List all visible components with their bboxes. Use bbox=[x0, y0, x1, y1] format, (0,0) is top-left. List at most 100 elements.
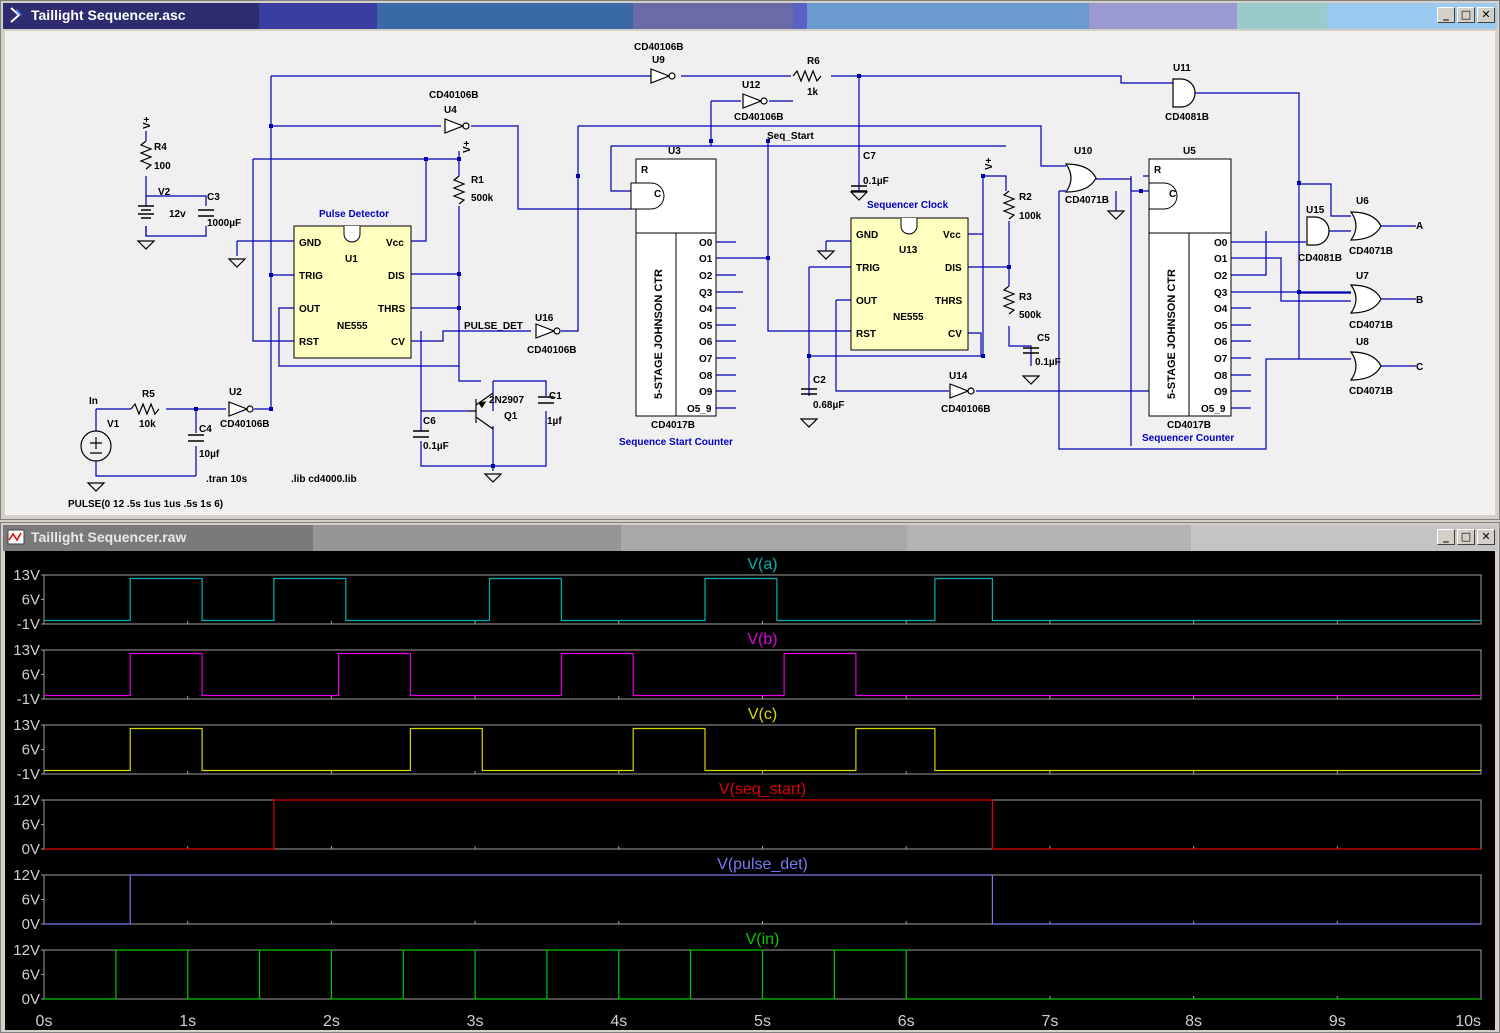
u3-body-label: 5-STAGE JOHNSON CTR bbox=[653, 269, 665, 399]
c3-value: 1000µF bbox=[207, 218, 241, 229]
u6-model: CD4071B bbox=[1349, 246, 1393, 257]
wires bbox=[95, 75, 1416, 477]
in-label: In bbox=[89, 396, 98, 407]
transistor-q1-symbol bbox=[469, 392, 494, 430]
y-tick-label: 6V bbox=[22, 742, 40, 759]
close-button[interactable]: ✕ bbox=[1477, 529, 1495, 545]
svg-text:O7: O7 bbox=[1214, 354, 1228, 365]
waveform-app-icon bbox=[7, 529, 25, 545]
u13-caption: Sequencer Clock bbox=[867, 200, 949, 211]
trace-name[interactable]: V(seq_start) bbox=[719, 781, 806, 798]
u12-model: CD40106B bbox=[734, 112, 783, 123]
u16-ref: U16 bbox=[535, 313, 554, 324]
c1-value: 1µf bbox=[547, 416, 562, 427]
output-b-label: B bbox=[1416, 295, 1423, 306]
y-tick-label: -1V bbox=[17, 616, 40, 633]
u3-model: CD4017B bbox=[651, 420, 695, 431]
u10-ref: U10 bbox=[1074, 146, 1093, 157]
trace-line bbox=[44, 949, 1481, 1000]
u3-pin-r: R bbox=[641, 165, 649, 176]
q1-value: 2N2907 bbox=[489, 395, 524, 406]
r3-value: 500k bbox=[1019, 310, 1042, 321]
u8-ref: U8 bbox=[1356, 337, 1369, 348]
u1-pin-cv: CV bbox=[391, 337, 405, 348]
u3-pin-c: C bbox=[654, 189, 661, 200]
y-tick-label: 13V bbox=[13, 717, 40, 734]
schematic-canvas[interactable]: V+ V+ V+ R4 100 V2 12v C3 1000µF R1 500k… bbox=[5, 31, 1495, 515]
trace-name[interactable]: V(a) bbox=[747, 556, 777, 573]
u16-model: CD40106B bbox=[527, 345, 576, 356]
lib-directive[interactable]: .lib cd4000.lib bbox=[291, 474, 357, 485]
minimize-button[interactable]: _ bbox=[1437, 529, 1455, 545]
y-tick-label: 6V bbox=[22, 592, 40, 609]
schematic-titlebar[interactable]: Taillight Sequencer.asc _ □ ✕ bbox=[3, 3, 1497, 29]
trace-name[interactable]: V(c) bbox=[748, 706, 777, 723]
maximize-button[interactable]: □ bbox=[1457, 529, 1475, 545]
u2-ref: U2 bbox=[229, 387, 242, 398]
waveform-plot-area[interactable]: V(a)13V6V-1VV(b)13V6V-1VV(c)13V6V-1VV(se… bbox=[5, 551, 1495, 1030]
u13-ref: U13 bbox=[899, 245, 918, 256]
u4-ref: U4 bbox=[444, 105, 457, 116]
timer-u1[interactable] bbox=[293, 225, 412, 359]
c5-value: 0.1µF bbox=[1035, 357, 1061, 368]
u13-pin-cv: CV bbox=[948, 329, 962, 340]
u9-model: CD40106B bbox=[634, 42, 683, 53]
trace-name[interactable]: V(pulse_det) bbox=[717, 856, 808, 873]
v1-ref: V1 bbox=[107, 419, 120, 430]
trace-name[interactable]: V(b) bbox=[747, 631, 777, 648]
svg-text:O0: O0 bbox=[1214, 238, 1228, 249]
u6-ref: U6 bbox=[1356, 196, 1369, 207]
v2-ref: V2 bbox=[158, 187, 171, 198]
close-button[interactable]: ✕ bbox=[1477, 7, 1495, 23]
u3-output-pins: O0 O1 O2 Q3 O4 O5 O6 O7 O8 O9 O5_9 bbox=[687, 238, 713, 415]
svg-text:O0: O0 bbox=[699, 238, 713, 249]
maximize-button[interactable]: □ bbox=[1457, 7, 1475, 23]
u14-model: CD40106B bbox=[941, 404, 990, 415]
r1-ref: R1 bbox=[471, 175, 484, 186]
y-tick-label: 12V bbox=[13, 867, 40, 884]
y-tick-label: 6V bbox=[22, 817, 40, 834]
x-tick-label: 9s bbox=[1329, 1013, 1346, 1030]
u1-pin-rst: RST bbox=[299, 337, 319, 348]
output-a-label: A bbox=[1416, 221, 1423, 232]
trace-line bbox=[44, 799, 1481, 850]
u7-ref: U7 bbox=[1356, 271, 1369, 282]
c5-ref: C5 bbox=[1037, 333, 1050, 344]
c7-value: 0.1µF bbox=[863, 176, 889, 187]
x-tick-label: 1s bbox=[179, 1013, 196, 1030]
x-tick-label: 3s bbox=[467, 1013, 484, 1030]
seq-start-net-label: Seq_Start bbox=[767, 131, 814, 142]
junctions bbox=[194, 74, 1301, 468]
pulse-det-net-label: PULSE_DET bbox=[464, 321, 523, 332]
u3-ref: U3 bbox=[668, 146, 681, 157]
waveform-window: Taillight Sequencer.raw _ □ ✕ V(a) 13V 6V -… bbox=[0, 522, 1500, 1033]
svg-text:Q3: Q3 bbox=[1214, 288, 1228, 299]
source-v1-symbol bbox=[80, 430, 112, 462]
svg-text:O5: O5 bbox=[1214, 321, 1228, 332]
svg-text:O6: O6 bbox=[1214, 337, 1228, 348]
capacitors bbox=[138, 185, 1039, 442]
y-tick-label: 0V bbox=[22, 991, 40, 1008]
x-tick-label: 5s bbox=[754, 1013, 771, 1030]
timer-u13[interactable] bbox=[850, 217, 969, 351]
waveform-titlebar[interactable]: Taillight Sequencer.raw _ □ ✕ bbox=[3, 525, 1497, 551]
c2-ref: C2 bbox=[813, 375, 826, 386]
y-tick-label: 6V bbox=[22, 667, 40, 684]
u12-ref: U12 bbox=[742, 80, 761, 91]
minimize-button[interactable]: _ bbox=[1437, 7, 1455, 23]
y-tick-label: 6V bbox=[22, 892, 40, 909]
r5-value: 10k bbox=[139, 419, 156, 430]
v2-value: 12v bbox=[169, 209, 186, 220]
u1-pin-out: OUT bbox=[299, 304, 320, 315]
u9-ref: U9 bbox=[652, 55, 665, 66]
y-tick-label: 12V bbox=[13, 792, 40, 809]
trace-name[interactable]: V(in) bbox=[746, 931, 780, 948]
u4-model: CD40106B bbox=[429, 90, 478, 101]
tran-directive[interactable]: .tran 10s bbox=[206, 474, 248, 485]
